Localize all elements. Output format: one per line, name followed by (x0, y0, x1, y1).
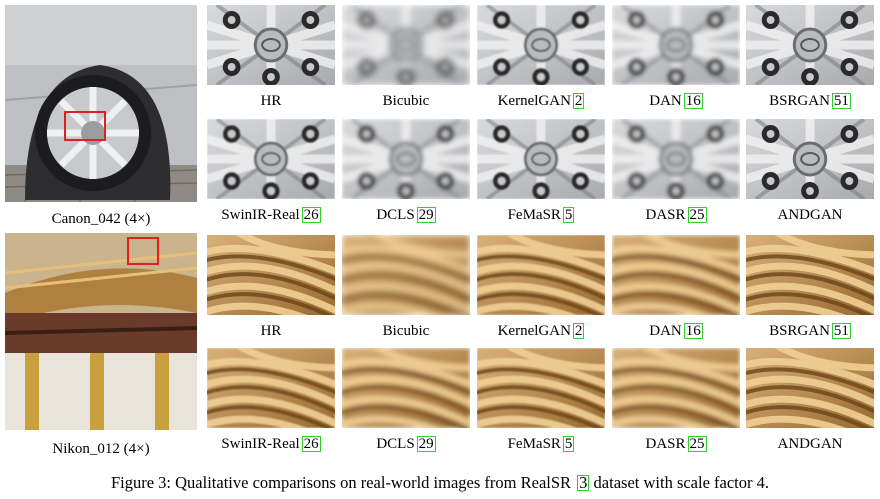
crop-tile (612, 235, 740, 315)
method-name: DAN (649, 323, 682, 339)
method-name: DASR (645, 207, 686, 223)
crop-marker-car (64, 111, 106, 141)
crop-tile (612, 119, 740, 199)
thumbnail-car (5, 5, 197, 202)
method-name: KernelGAN (497, 93, 571, 109)
method-name: DCLS (376, 207, 415, 223)
method-citation[interactable]: 25 (687, 436, 707, 452)
method-citation[interactable]: 51 (831, 323, 851, 339)
method-name: BSRGAN (769, 93, 830, 109)
crop-tile (746, 119, 874, 199)
caption-prefix: Figure 3: Qualitative comparisons on rea… (110, 473, 572, 492)
method-label: ANDGAN (742, 435, 878, 453)
figure-caption: Figure 3: Qualitative comparisons on rea… (0, 473, 880, 493)
crop-tile (612, 5, 740, 85)
crop-tile (207, 119, 335, 199)
crop-tile (342, 5, 470, 85)
method-citation[interactable]: 2 (572, 323, 585, 339)
method-label: HR (203, 322, 339, 340)
method-name: KernelGAN (497, 323, 571, 339)
method-citation[interactable]: 2 (572, 93, 585, 109)
method-name: SwinIR-Real (221, 436, 300, 452)
crop-tile (207, 235, 335, 315)
method-citation[interactable]: 5 (562, 436, 575, 452)
method-citation[interactable]: 26 (301, 207, 321, 223)
method-label: Bicubic (338, 322, 474, 340)
crop-tile (342, 235, 470, 315)
caption-citation[interactable]: 3 (577, 473, 590, 492)
method-citation[interactable]: 29 (416, 436, 436, 452)
crop-tile (342, 348, 470, 428)
crop-tile (477, 5, 605, 85)
method-citation[interactable]: 16 (683, 93, 703, 109)
method-name: HR (260, 93, 282, 109)
method-name: FeMaSR (507, 436, 561, 452)
method-name: Bicubic (382, 93, 430, 109)
method-name: DCLS (376, 436, 415, 452)
method-citation[interactable]: 5 (562, 207, 575, 223)
crop-tile (612, 348, 740, 428)
method-name: ANDGAN (777, 436, 843, 452)
method-citation[interactable]: 25 (687, 207, 707, 223)
method-name: ANDGAN (777, 207, 843, 223)
crop-tile (746, 348, 874, 428)
crop-tile (477, 348, 605, 428)
crop-tile (207, 348, 335, 428)
method-name: HR (260, 323, 282, 339)
method-label: ANDGAN (742, 206, 878, 224)
thumbnail-roof (5, 233, 197, 430)
method-citation[interactable]: 16 (683, 323, 703, 339)
method-name: BSRGAN (769, 323, 830, 339)
caption-suffix: dataset with scale factor 4. (593, 473, 770, 492)
method-name: SwinIR-Real (221, 207, 300, 223)
crop-tile (746, 235, 874, 315)
scene-label-car: Canon_042 (4×) (51, 211, 151, 227)
crop-tile (477, 235, 605, 315)
scene-label-roof: Nikon_012 (4×) (52, 441, 150, 457)
method-label: HR (203, 92, 339, 110)
crop-tile (342, 119, 470, 199)
method-name: Bicubic (382, 323, 430, 339)
crop-tile (207, 5, 335, 85)
method-name: DASR (645, 436, 686, 452)
method-citation[interactable]: 26 (301, 436, 321, 452)
method-citation[interactable]: 29 (416, 207, 436, 223)
crop-marker-roof (127, 237, 159, 265)
method-name: DAN (649, 93, 682, 109)
method-name: FeMaSR (507, 207, 561, 223)
crop-tile (477, 119, 605, 199)
method-citation[interactable]: 51 (831, 93, 851, 109)
crop-tile (746, 5, 874, 85)
method-label: Bicubic (338, 92, 474, 110)
